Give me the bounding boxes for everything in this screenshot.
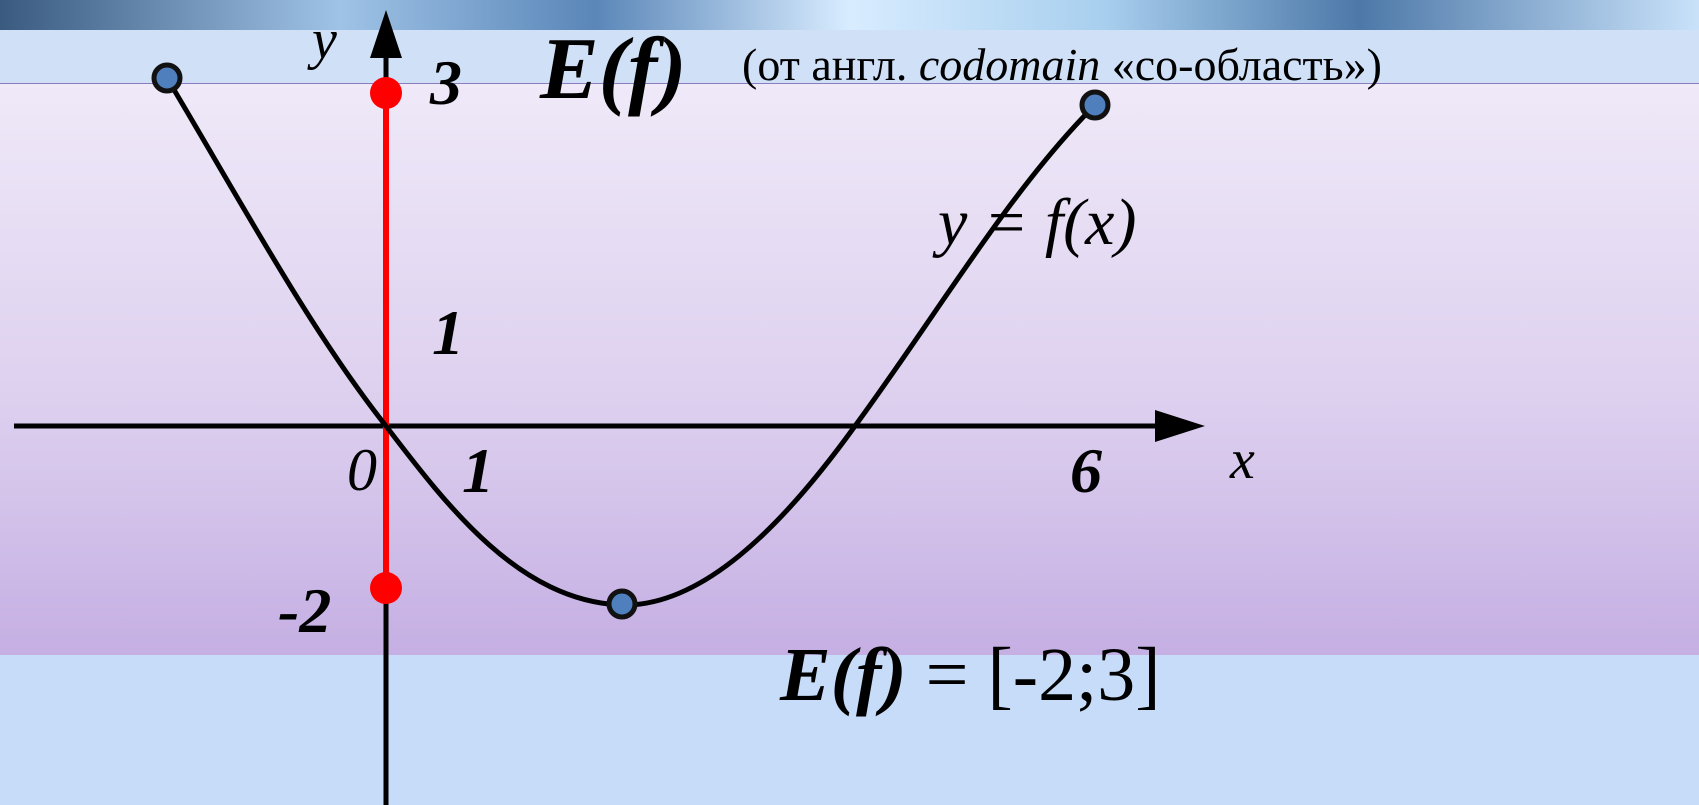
result-equation: E(f) = [-2;3] (779, 633, 1161, 717)
title-note: (от англ. codomain «со-область») (742, 39, 1382, 90)
header-decoration (0, 0, 1699, 30)
main-band (0, 83, 1699, 656)
title-note-prefix: (от англ. (742, 39, 919, 90)
curve-start-point (151, 62, 183, 94)
bottom-band (0, 655, 1699, 805)
x-axis-label: x (1229, 429, 1255, 491)
range-top-point (370, 77, 402, 109)
title-note-term: codomain (919, 39, 1100, 90)
x-tick-1-label: 1 (462, 435, 494, 506)
curve-minimum-point (606, 588, 638, 620)
origin-label: 0 (347, 437, 377, 503)
y-tick-3-label: 3 (429, 47, 462, 118)
result-rhs: = [-2;3] (907, 633, 1161, 717)
y-axis-label: y (307, 9, 337, 71)
title-note-suffix: «со-область») (1100, 39, 1382, 90)
y-tick-neg2-label: -2 (278, 575, 331, 646)
y-axis-arrow-icon (370, 10, 402, 58)
function-curve (164, 76, 1097, 608)
result-lhs: E(f) (779, 633, 907, 717)
y-tick-1-label: 1 (432, 297, 464, 368)
curve-label: y = f(x) (932, 186, 1136, 259)
top-band (0, 30, 1699, 83)
title-main: E(f) (539, 21, 687, 118)
x-tick-6-label: 6 (1070, 435, 1102, 506)
curve-end-point (1079, 89, 1111, 121)
range-bottom-point (370, 572, 402, 604)
x-axis-arrow-icon (1155, 410, 1205, 442)
